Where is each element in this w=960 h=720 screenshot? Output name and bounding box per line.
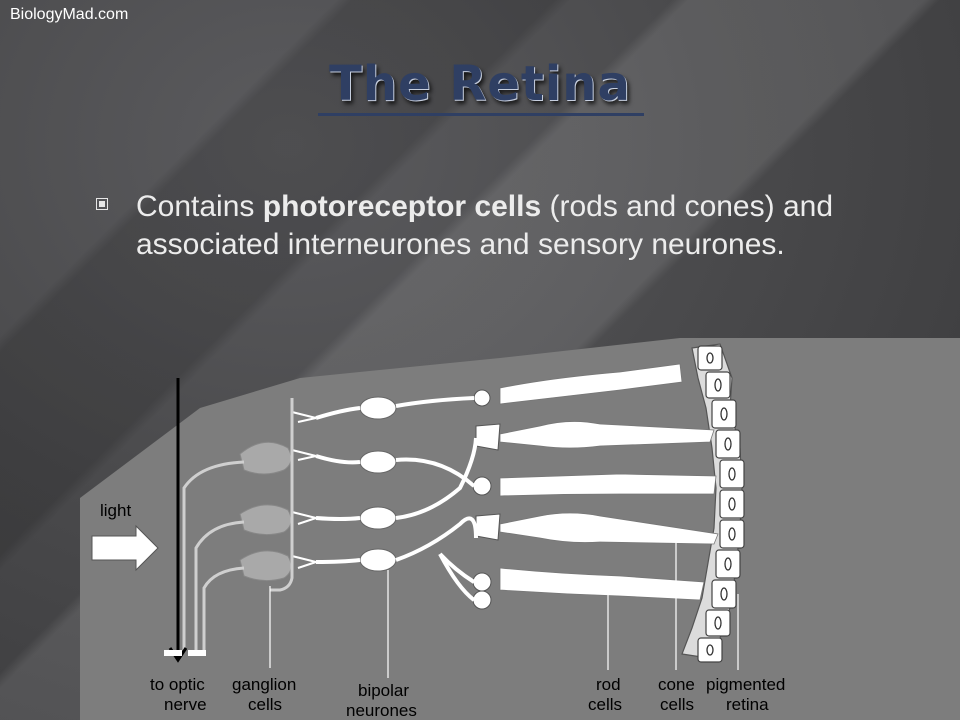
- optic-nerve-fibers: [182, 398, 294, 650]
- light-label: light: [100, 501, 131, 520]
- bullet-item: Contains photoreceptor cells (rods and c…: [96, 188, 836, 264]
- bullet-text: Contains photoreceptor cells (rods and c…: [136, 188, 836, 264]
- retina-diagram: light to optic nerve ganglion cells bipo…: [80, 338, 960, 720]
- pigment-nuclei: [706, 352, 736, 656]
- ganglion-dendrites: [291, 411, 317, 569]
- label-bipolar-2: neurones: [346, 701, 417, 720]
- pointer-lines: [269, 534, 739, 678]
- label-optic-1: to optic: [150, 675, 205, 694]
- label-pig-1: pigmented: [706, 675, 785, 694]
- photoreceptors: [499, 363, 719, 601]
- label-bipolar-1: bipolar: [358, 681, 409, 700]
- square-bullet-icon: [96, 198, 108, 210]
- label-cone-2: cells: [660, 695, 694, 714]
- label-cone-1: cone: [658, 675, 695, 694]
- bipolar-processes: [315, 396, 478, 602]
- light-arrow: [91, 524, 159, 572]
- rod-cell: [499, 567, 705, 601]
- cone-cell: [499, 512, 719, 545]
- label-rod-1: rod: [596, 675, 621, 694]
- title-underline: [318, 113, 644, 116]
- bullet-bold-term: photoreceptor cells: [262, 190, 542, 223]
- rod-cell: [499, 363, 683, 405]
- slide-title: The Retina: [329, 56, 631, 112]
- ganglion-cells: [239, 441, 292, 582]
- bullet-prefix: Contains: [136, 190, 263, 223]
- label-ganglion-1: ganglion: [232, 675, 296, 694]
- cone-cell: [499, 421, 715, 449]
- bullet-suffix: (rods and cones) and associated interneu…: [136, 190, 833, 261]
- label-rod-2: cells: [588, 695, 622, 714]
- synaptic-terminals: [472, 389, 501, 610]
- optic-bars: [164, 650, 206, 656]
- rod-cell: [499, 473, 717, 497]
- bipolar-cells: [359, 396, 397, 572]
- label-ganglion-2: cells: [248, 695, 282, 714]
- diagram-labels: to optic nerve ganglion cells bipolar ne…: [150, 675, 785, 720]
- watermark: BiologyMad.com: [10, 6, 129, 23]
- label-pig-2: retina: [726, 695, 769, 714]
- label-optic-2: nerve: [164, 695, 207, 714]
- pigmented-cells: [697, 345, 745, 663]
